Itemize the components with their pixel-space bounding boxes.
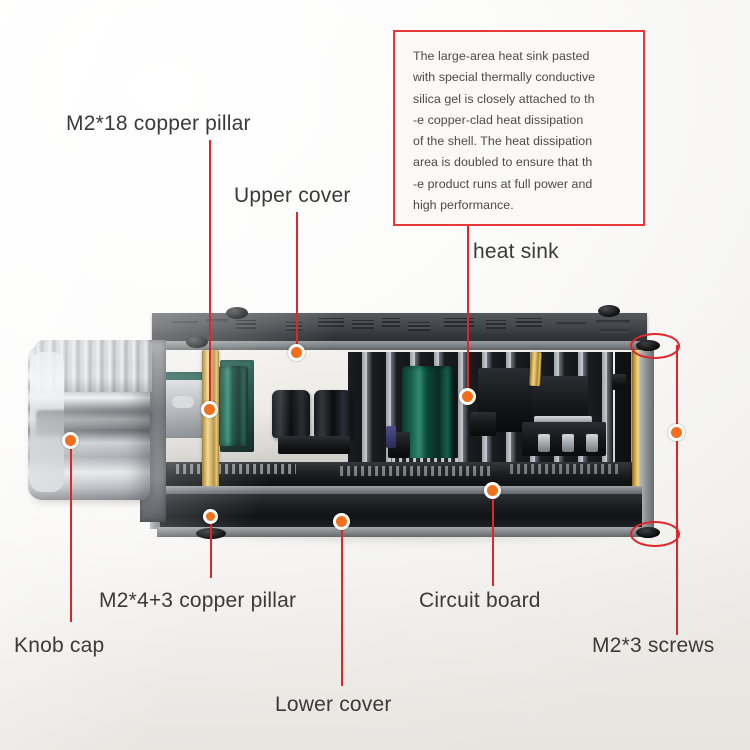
blue-part [386,426,396,448]
chassis-interior [160,350,642,490]
usb-slot [172,396,194,408]
black-capacitor [272,390,310,438]
cover-vent [486,320,506,329]
leader-m2x3-screws [676,345,678,635]
description-line: -e product runs at full power and [413,176,593,191]
highlight-ellipse-screw-bottom [630,521,680,547]
wire-stub [612,374,626,390]
leader-heat-sink [467,226,469,397]
highlight-ellipse-screw-top [630,333,680,359]
marker-upper-cover [288,344,305,361]
leader-m2x18-copper-pillar [209,140,211,410]
capacitor-base [278,436,350,454]
lower-cover-plate [160,494,642,530]
cover-vent [236,320,256,329]
terminal-pin [538,434,550,452]
leader-circuit-board [492,490,494,586]
marker-circuit-board [484,482,501,499]
smd-row [176,464,296,474]
marker-m2x18-copper-pillar [201,401,218,418]
label-lower-cover: Lower cover [275,693,392,716]
marker-knob-cap [62,432,79,449]
cover-foot-screw [186,336,208,348]
cover-foot-screw [598,305,620,317]
description-line: area is doubled to ensure that th [413,155,593,170]
description-line: of the shell. The heat dissipation [413,134,593,149]
black-capacitor [314,390,352,438]
cover-vent [516,318,542,327]
marker-m2x3-screws [668,424,685,441]
knob-cap-shadow-band [36,410,152,436]
terminal-pin [562,434,574,452]
chassis-right-endplate [640,343,654,529]
copper-standoff [529,351,542,387]
description-line: high performance. [413,198,514,213]
description-line: -e copper-clad heat dissipation [413,112,584,127]
cover-vent [172,321,198,325]
label-m2x18-copper-pillar: M2*18 copper pillar [66,112,251,135]
label-circuit-board: Circuit board [419,589,541,612]
cover-vent [408,322,430,331]
smd-row [340,466,490,476]
terminal-pin [586,434,598,452]
cover-vent [444,318,474,327]
leader-lower-cover [341,520,343,686]
leader-knob-cap [70,440,72,622]
marker-m2x4p3-copper-pillar [203,509,218,524]
cover-vent [286,322,302,331]
description-line: The large-area heat sink pasted [413,49,590,63]
smd-part [470,412,496,436]
cover-vent [600,329,628,333]
upper-cover-edge [152,341,647,350]
description-line: with special thermally conductive [413,70,596,85]
label-upper-cover: Upper cover [234,184,351,207]
cover-vent [352,320,374,329]
label-m2x4p3-copper-pillar: M2*4+3 copper pillar [99,589,297,612]
green-capacitor [218,366,248,446]
description-line: silica gel is closely attached to th [413,91,595,106]
marker-lower-cover [333,513,350,530]
label-heat-sink: heat sink [473,240,559,263]
leader-m2x4p3-copper-pillar [210,516,212,578]
label-knob-cap: Knob cap [14,634,105,657]
smd-row [510,464,620,474]
marker-heat-sink [459,388,476,405]
cover-vent [556,322,586,326]
cover-vent [382,318,400,327]
label-m2x3-screws: M2*3 screws [592,634,715,657]
heat-sink-description-box: The large-area heat sink pasted with spe… [393,30,645,226]
cover-foot-screw [226,307,248,319]
leader-upper-cover [296,212,298,353]
lower-cover-edge [157,527,645,537]
cover-vent [318,318,344,327]
usb-connector [162,380,206,438]
cover-vent [596,320,630,324]
